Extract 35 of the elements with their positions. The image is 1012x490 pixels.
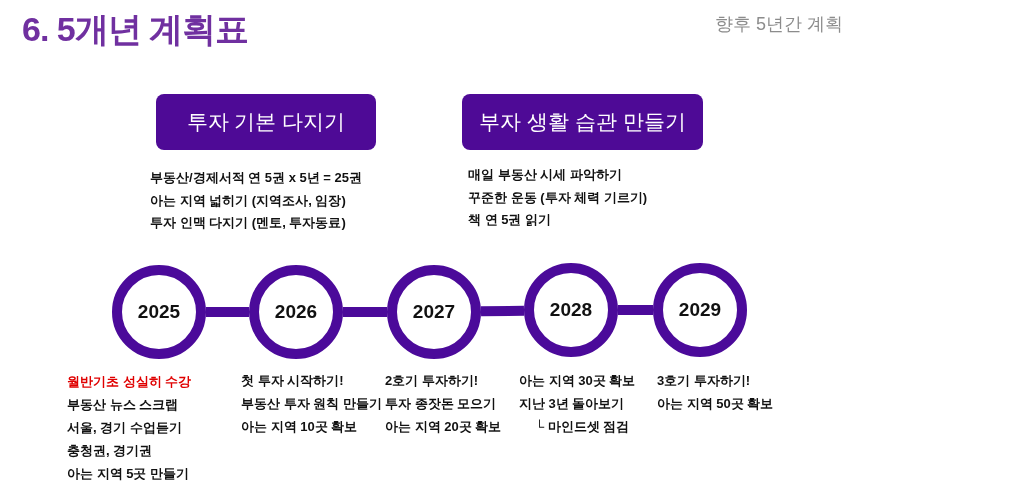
plan-text: 아는 지역 넓히기 (지역조사, 임장) [150, 191, 346, 210]
plan-text: 2호기 투자하기! [385, 372, 479, 390]
connector-bar [480, 305, 525, 317]
year-circle: 2029 [653, 263, 747, 357]
connector-bar [343, 307, 387, 317]
plan-text: 투자 종잣돈 모으기 [385, 395, 497, 413]
plan-text: 아는 지역 50곳 확보 [657, 395, 774, 413]
plan-text: 부동산 뉴스 스크랩 [67, 396, 179, 414]
year-circle: 2027 [387, 265, 481, 359]
year-circle: 2028 [524, 263, 618, 357]
connector-bar [206, 307, 249, 317]
plan-text: 충청권, 경기권 [67, 442, 153, 460]
plan-text: 투자 인맥 다지기 (멘토, 투자동료) [150, 214, 346, 232]
plan-text: 아는 지역 10곳 확보 [241, 418, 358, 436]
goal-banner: 투자 기본 다지기 [156, 94, 376, 150]
plan-text: 책 연 5권 읽기 [468, 211, 552, 229]
year-circle: 2025 [112, 265, 206, 359]
plan-text: 매일 부동산 시세 파악하기 [468, 166, 622, 184]
subtitle-text: 향후 5년간 계획 [715, 13, 843, 35]
plan-text: 아는 지역 20곳 확보 [385, 418, 502, 436]
connector-bar [618, 305, 653, 315]
plan-text: 지난 3년 돌아보기 [519, 395, 625, 413]
plan-text: 아는 지역 30곳 확보 [519, 372, 636, 390]
plan-text: 첫 투자 시작하기! [241, 372, 344, 390]
plan-text: 3호기 투자하기! [657, 372, 751, 390]
plan-text: 부동산 투자 원칙 만들기 [241, 395, 382, 413]
plan-text: 아는 지역 5곳 만들기 [67, 465, 190, 483]
plan-text: 월반기초 성실히 수강 [67, 373, 192, 391]
page-title: 6. 5개년 계획표 [22, 9, 249, 49]
year-circle: 2026 [249, 265, 343, 359]
plan-text: 서울, 경기 수업듣기 [67, 419, 182, 437]
plan-text: └ 마인드셋 점검 [535, 418, 630, 436]
plan-text: 부동산/경제서적 연 5권 x 5년 = 25권 [150, 169, 363, 187]
plan-text: 꾸준한 운동 (투자 체력 기르기) [468, 188, 648, 207]
goal-banner: 부자 생활 습관 만들기 [462, 94, 703, 150]
